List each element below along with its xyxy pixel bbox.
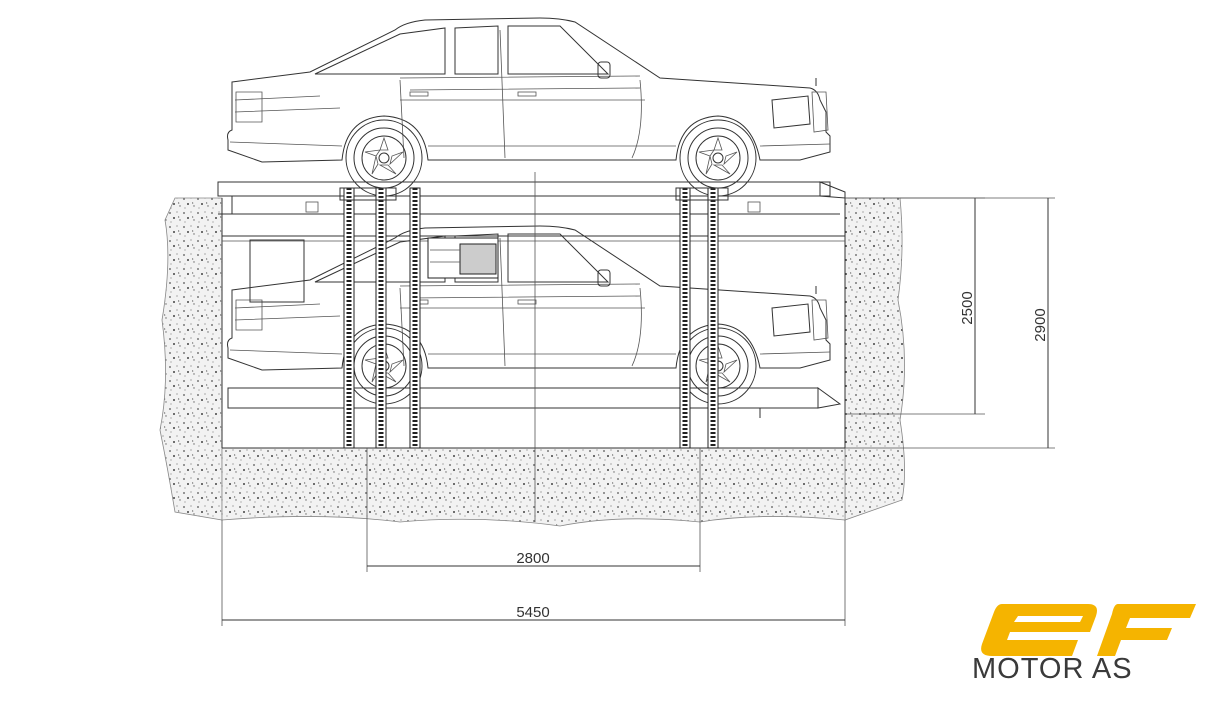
- motor-unit: [427, 237, 499, 279]
- ef-logo-mark: [981, 604, 1196, 656]
- lower-car: [227, 225, 831, 405]
- company-name: MOTOR AS: [972, 653, 1133, 685]
- dimension-2800: 2800: [366, 448, 701, 572]
- dimension-5450-label: 5450: [516, 604, 549, 621]
- right-lift-columns: [675, 188, 729, 448]
- upper-platform: [217, 181, 846, 242]
- lower-platform: [227, 387, 842, 418]
- dimension-2900-label: 2900: [1032, 308, 1049, 341]
- dimension-2800-label: 2800: [516, 550, 549, 567]
- left-lift-columns: [339, 188, 420, 448]
- pit-floor: [221, 447, 846, 527]
- upper-car: [227, 17, 831, 197]
- dimension-5450: 5450: [221, 520, 846, 626]
- right-ground: [844, 197, 905, 521]
- ef-logo: MOTOR AS: [972, 604, 1196, 685]
- dimension-2500-label: 2500: [959, 291, 976, 324]
- left-ground: [159, 197, 223, 521]
- dimension-2900: 2900: [845, 197, 1055, 449]
- control-box: [249, 239, 305, 303]
